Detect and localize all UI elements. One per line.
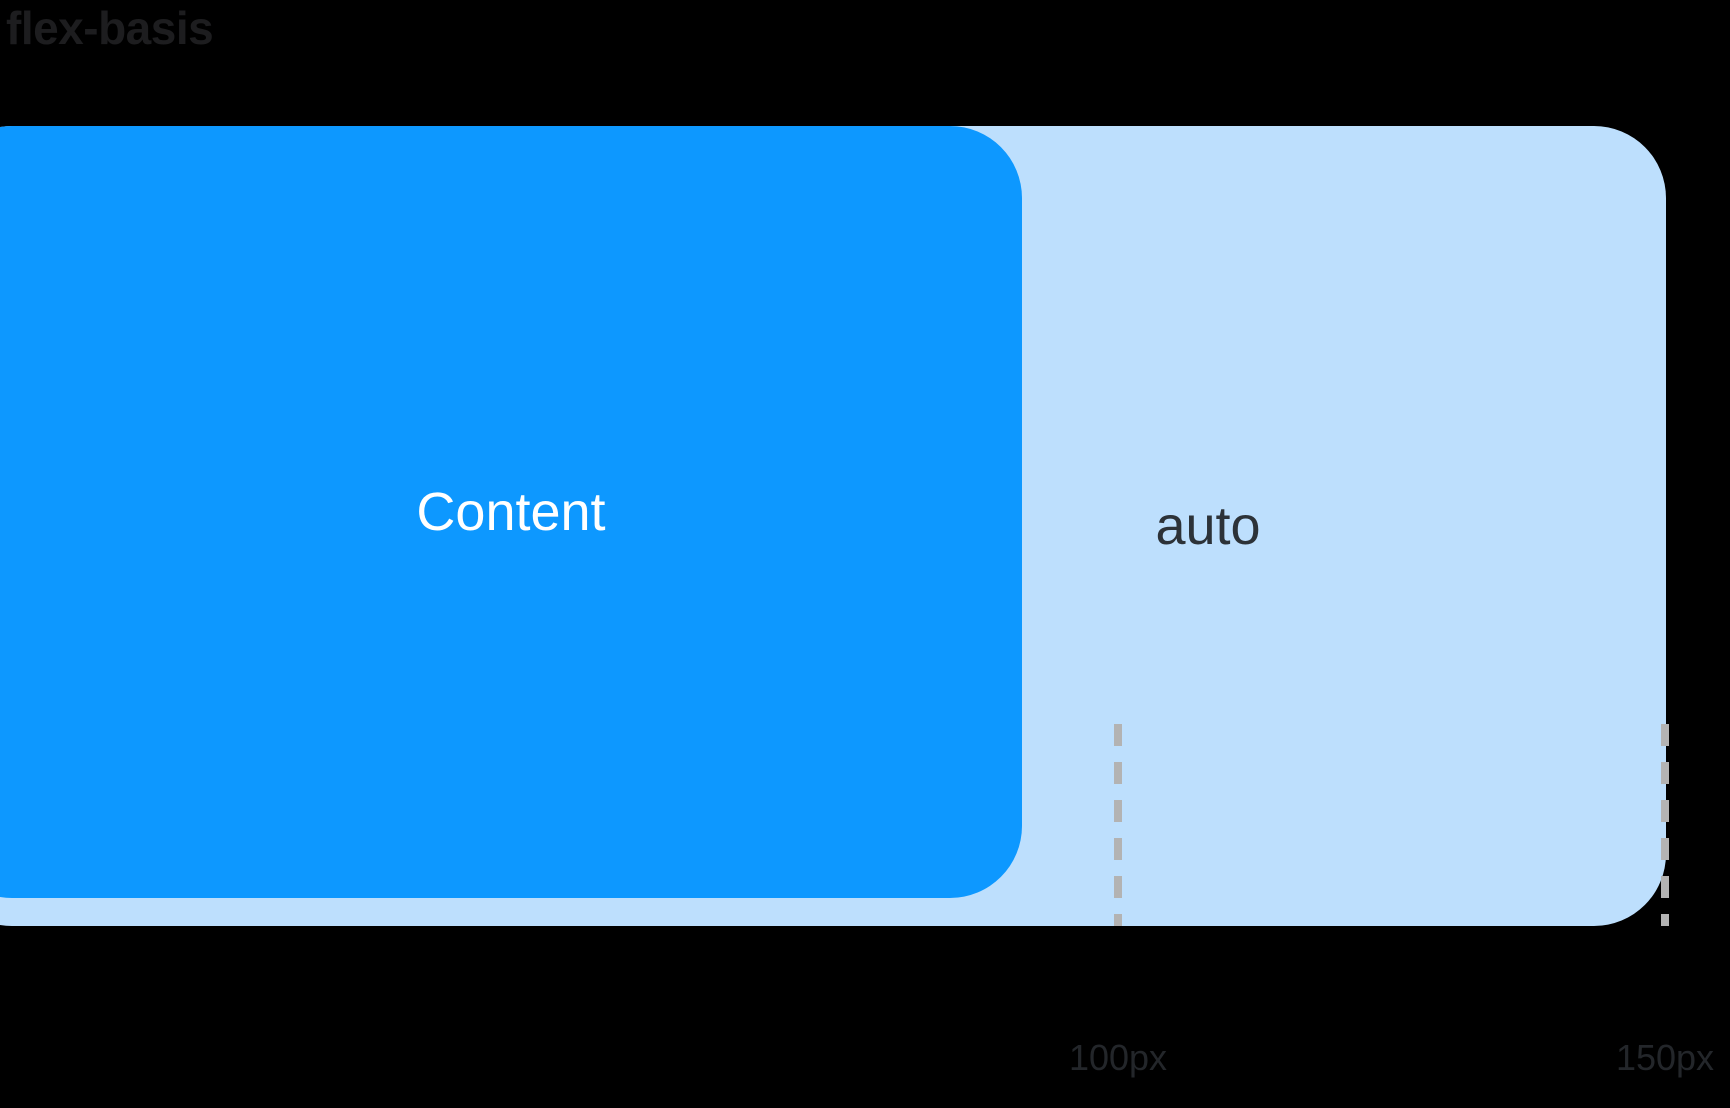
measure-label-150px: 150px: [1615, 1037, 1715, 1078]
flex-content-box: Content: [0, 126, 1022, 898]
page-title: flex-basis: [6, 2, 214, 54]
measure-line-150px: [1661, 724, 1669, 926]
measure-line-100px: [1114, 724, 1122, 926]
measure-label-100px: 100px: [1068, 1037, 1168, 1078]
flex-basis-auto-label: auto: [1155, 496, 1261, 556]
flex-content-label: Content: [416, 482, 606, 542]
